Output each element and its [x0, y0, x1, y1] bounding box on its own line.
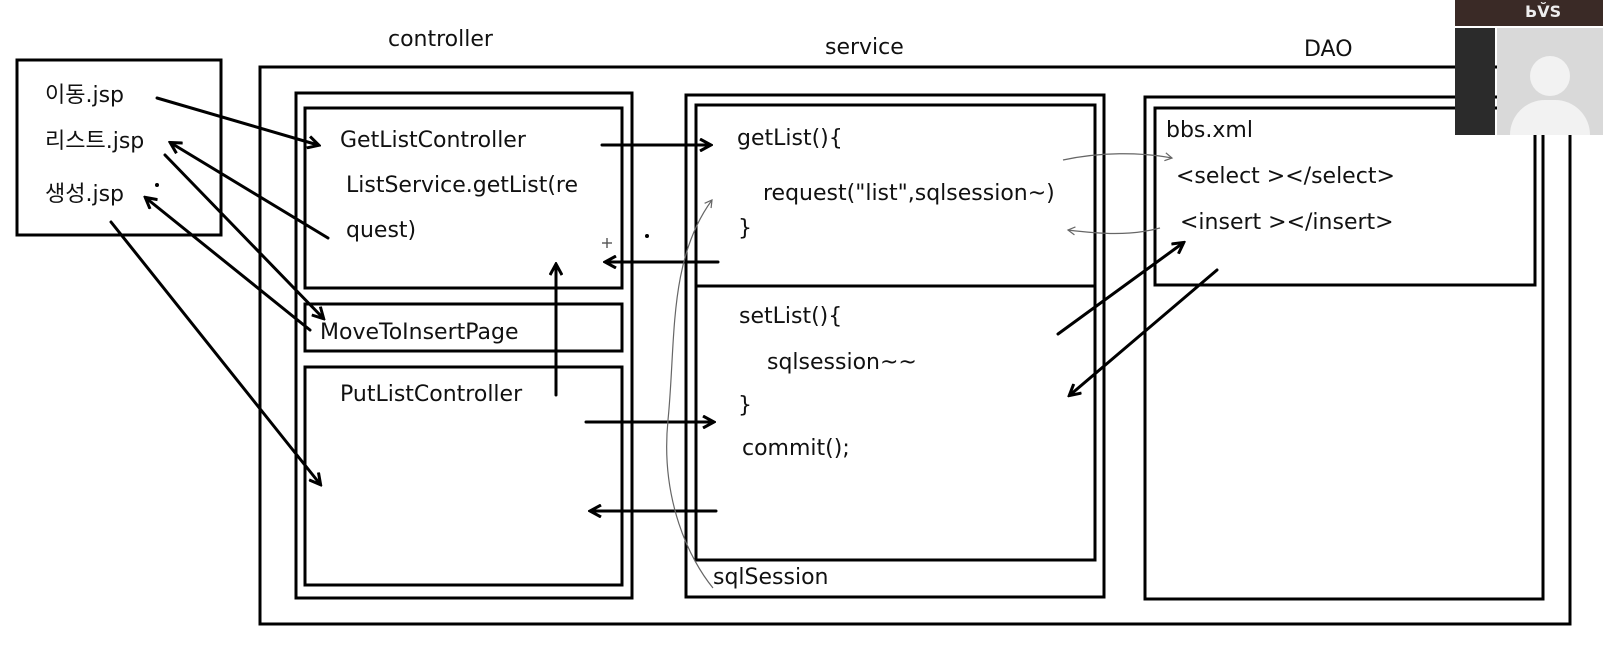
commit-call: commit(); — [742, 436, 850, 461]
participant-avatar-tile[interactable] — [1497, 28, 1603, 135]
set-list-open: setList(){ — [739, 304, 843, 329]
thin-arrow-to-bbs-xml — [1062, 152, 1174, 162]
get-list-close: } — [738, 216, 752, 241]
arrow-controller-to-list-jsp — [171, 143, 330, 240]
select-tag: <select ></select> — [1176, 164, 1395, 189]
arrow-move-page-to-create-jsp — [146, 198, 312, 332]
dot-mark — [645, 234, 649, 238]
get-list-controller-box — [303, 106, 624, 290]
dot-mark — [155, 183, 159, 187]
dao-column-title: DAO — [1304, 37, 1353, 62]
jsp-file-move: 이동.jsp — [45, 83, 125, 108]
service-column-title: service — [825, 35, 904, 60]
person-silhouette-body — [1510, 100, 1590, 135]
bbs-xml-label: bbs.xml — [1166, 118, 1253, 143]
set-list-close: } — [738, 393, 752, 418]
person-silhouette-icon — [1530, 56, 1570, 96]
jsp-box — [15, 58, 223, 237]
jsp-file-create: 생성.jsp — [45, 182, 125, 207]
get-list-controller-label: GetListController — [340, 128, 526, 153]
insert-tag: <insert ></insert> — [1180, 210, 1394, 235]
dao-column-box — [1143, 95, 1545, 601]
arrow-service-to-insert — [1056, 243, 1183, 336]
controller-column-box — [294, 91, 634, 600]
arrow-move-to-get-list — [155, 96, 318, 145]
bbs-xml-box — [1153, 106, 1537, 287]
crosshair-cursor — [602, 238, 612, 248]
sql-session-label: sqlSession — [713, 565, 829, 590]
controller-column-title: controller — [388, 27, 493, 52]
service-column-box — [684, 93, 1106, 599]
get-list-open: getList(){ — [737, 126, 843, 151]
arrow-list-jsp-to-move-page — [163, 153, 323, 318]
thin-arrow-sqlsession — [666, 199, 714, 589]
service-inner-box — [694, 103, 1097, 562]
thin-arrow-from-select — [1066, 226, 1161, 236]
webcam-video-feed: ЬV̆S — [1455, 0, 1603, 26]
put-list-controller-box — [303, 365, 624, 587]
move-to-insert-page-label: MoveToInsertPage — [320, 320, 519, 345]
arrow-create-jsp-to-put-list — [109, 220, 320, 484]
outer-container — [258, 65, 1572, 626]
arrow-dao-return — [1070, 268, 1219, 395]
get-list-body: request("list",sqlsession~) — [763, 181, 1055, 206]
service-call-line1: ListService.getList(re — [346, 173, 579, 198]
service-call-line2: quest) — [346, 218, 417, 243]
set-list-body: sqlsession~~ — [767, 350, 917, 375]
put-list-controller-label: PutListController — [340, 382, 523, 407]
webcam-side-strip — [1455, 28, 1495, 135]
jsp-file-list: 리스트.jsp — [45, 129, 145, 154]
